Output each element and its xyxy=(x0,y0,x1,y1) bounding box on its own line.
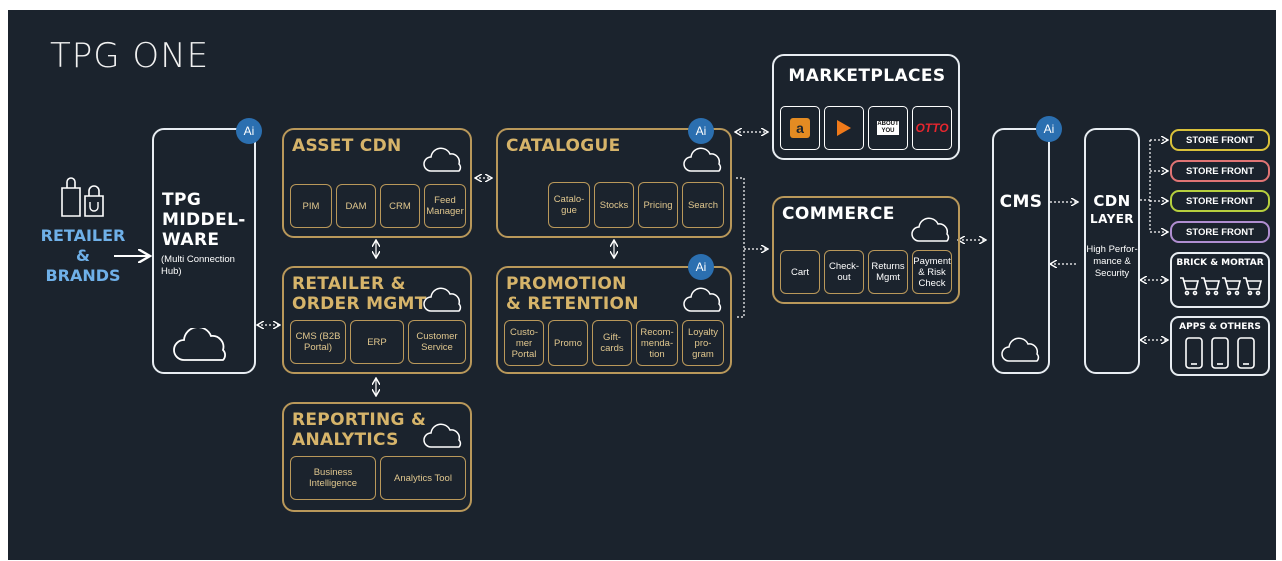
catalogue-item[interactable]: Catalo-gue xyxy=(548,182,590,228)
checkout-item[interactable]: Check-out xyxy=(824,250,864,294)
about-you-icon[interactable]: ABOUT YOU xyxy=(868,106,908,150)
middleware-box[interactable] xyxy=(152,128,256,374)
cloud-icon xyxy=(911,217,950,242)
analytics-tool-item[interactable]: Analytics Tool xyxy=(380,456,466,500)
retailer-order-box[interactable] xyxy=(282,266,472,374)
connectors xyxy=(114,10,1276,560)
customer-portal-item[interactable]: Custo-mer Portal xyxy=(504,320,544,366)
shopping-bags-icon xyxy=(61,177,104,217)
cdn-title-line1: CDN xyxy=(1093,192,1131,210)
marketplaces-title: MARKETPLACES xyxy=(788,66,946,86)
store-front-4[interactable]: STORE FRONT xyxy=(1170,221,1270,243)
asset-cdn-box[interactable] xyxy=(282,128,472,238)
cloud-icon xyxy=(173,328,226,361)
marketplaces-box[interactable] xyxy=(772,54,960,160)
middleware-title: TPG MIDDEL- WARE xyxy=(162,190,246,250)
cloud-icon xyxy=(1001,337,1040,362)
play-icon[interactable] xyxy=(824,106,864,150)
cloud-icon xyxy=(683,147,722,172)
store-front-1[interactable]: STORE FRONT xyxy=(1170,129,1270,151)
play-logo xyxy=(837,120,851,136)
about-you-logo: ABOUT YOU xyxy=(877,121,899,135)
middleware-title-line3: WARE xyxy=(162,230,220,250)
business-intelligence-item[interactable]: Business Intelligence xyxy=(290,456,376,500)
retailer-line2: & xyxy=(76,246,90,265)
store-front-3[interactable]: STORE FRONT xyxy=(1170,190,1270,212)
ai-badge-middleware: Ai xyxy=(236,118,262,144)
dam-item[interactable]: DAM xyxy=(336,184,376,228)
otto-logo: OTTO xyxy=(915,121,949,135)
promotion-title-line1: PROMOTION xyxy=(506,274,627,294)
retailer-order-title-line2: ORDER MGMT xyxy=(292,294,427,314)
middleware-desc: (Multi Connection Hub) xyxy=(161,254,235,277)
returns-mgmt-item[interactable]: Returns Mgmt xyxy=(868,250,908,294)
page-title: TPG ONE xyxy=(50,36,210,76)
retailer-order-title-line1: RETAILER & xyxy=(292,274,406,294)
reporting-title-line2: ANALYTICS xyxy=(292,430,399,450)
apps-others-label: APPS & OTHERS xyxy=(1179,322,1261,332)
cdn-layer-box[interactable] xyxy=(1084,128,1140,374)
pim-item[interactable]: PIM xyxy=(290,184,332,228)
shopping-carts-icon xyxy=(1180,277,1263,296)
catalogue-title: CATALOGUE xyxy=(506,136,621,156)
cloud-icon xyxy=(423,423,462,448)
middleware-title-line1: TPG xyxy=(162,190,202,210)
apps-others-box[interactable] xyxy=(1170,316,1270,376)
cms-b2b-item[interactable]: CMS (B2B Portal) xyxy=(290,320,346,364)
recommendation-item[interactable]: Recom-menda-tion xyxy=(636,320,678,366)
cloud-icon xyxy=(423,287,462,312)
pricing-item[interactable]: Pricing xyxy=(638,182,678,228)
retailer-order-title: RETAILER & ORDER MGMT xyxy=(292,274,427,314)
catalogue-box[interactable] xyxy=(496,128,732,238)
promotion-title-line2: & RETENTION xyxy=(506,294,639,314)
reporting-box[interactable] xyxy=(282,402,472,512)
brick-mortar-label: BRICK & MORTAR xyxy=(1176,258,1264,268)
retailer-line3: BRANDS xyxy=(45,266,121,285)
promotion-box[interactable] xyxy=(496,266,732,374)
cdn-title-line2: LAYER xyxy=(1090,212,1134,226)
feed-manager-item[interactable]: Feed Manager xyxy=(424,184,466,228)
cloud-icon xyxy=(683,287,722,312)
brick-mortar-box[interactable] xyxy=(1170,252,1270,308)
store-front-2[interactable]: STORE FRONT xyxy=(1170,160,1270,182)
ai-badge-cms: Ai xyxy=(1036,116,1062,142)
diagram-canvas: TPG ONE RETAILER & BRANDS Ai TPG MIDDEL-… xyxy=(8,10,1276,560)
search-item[interactable]: Search xyxy=(682,182,724,228)
commerce-title: COMMERCE xyxy=(782,204,895,224)
stocks-item[interactable]: Stocks xyxy=(594,182,634,228)
commerce-box[interactable] xyxy=(772,196,960,304)
cloud-icon xyxy=(423,147,462,172)
crm-item[interactable]: CRM xyxy=(380,184,420,228)
amazon-logo: a xyxy=(790,118,810,138)
cdn-title: CDN LAYER xyxy=(1084,192,1140,228)
reporting-title: REPORTING & ANALYTICS xyxy=(292,410,426,450)
cms-title: CMS xyxy=(999,192,1043,212)
giftcards-item[interactable]: Gift-cards xyxy=(592,320,632,366)
otto-icon[interactable]: OTTO xyxy=(912,106,952,150)
retailer-brands-label: RETAILER & BRANDS xyxy=(38,226,128,286)
asset-cdn-title: ASSET CDN xyxy=(292,136,402,156)
ai-badge-catalogue: Ai xyxy=(688,118,714,144)
payment-risk-item[interactable]: Payment & Risk Check xyxy=(912,250,952,294)
erp-item[interactable]: ERP xyxy=(350,320,404,364)
cdn-desc: High Perfor-mance & Security xyxy=(1086,244,1138,279)
promo-item[interactable]: Promo xyxy=(548,320,588,366)
cms-box[interactable] xyxy=(992,128,1050,374)
smartphones-icon xyxy=(1185,337,1255,369)
cart-item[interactable]: Cart xyxy=(780,250,820,294)
promotion-title: PROMOTION & RETENTION xyxy=(506,274,639,314)
ai-badge-promotion: Ai xyxy=(688,254,714,280)
customer-service-item[interactable]: Customer Service xyxy=(408,320,466,364)
middleware-title-line2: MIDDEL- xyxy=(162,210,246,230)
loyalty-program-item[interactable]: Loyalty pro-gram xyxy=(682,320,724,366)
amazon-icon[interactable]: a xyxy=(780,106,820,150)
reporting-title-line1: REPORTING & xyxy=(292,410,427,430)
retailer-line1: RETAILER xyxy=(40,226,126,245)
